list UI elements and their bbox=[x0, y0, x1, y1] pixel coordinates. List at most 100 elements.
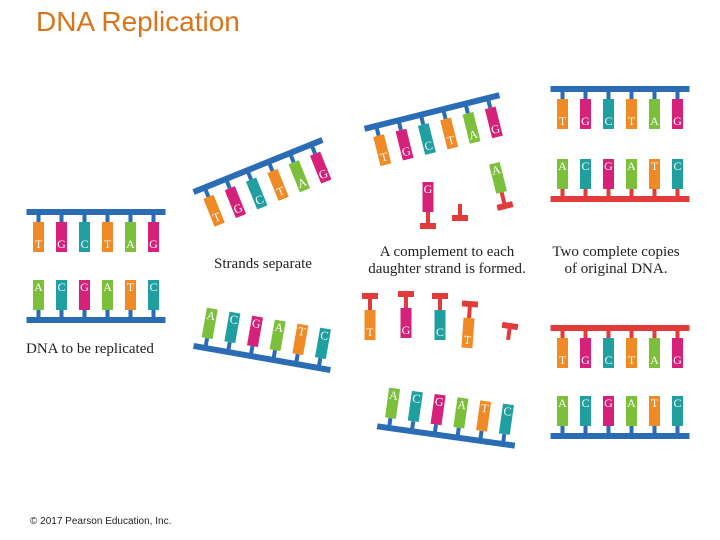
comp-bottom-original-base-a bbox=[385, 387, 401, 419]
original-top-base-g bbox=[56, 222, 67, 252]
base-letter: T bbox=[379, 149, 390, 165]
base-letter: A bbox=[558, 159, 567, 173]
copy1-original-base-c bbox=[603, 99, 614, 129]
base-letter: G bbox=[400, 143, 412, 159]
caption-complement-formed: A complement to each daughter strand is … bbox=[352, 244, 542, 278]
base-letter: C bbox=[503, 404, 513, 419]
separated-bottom-backbone bbox=[193, 342, 331, 374]
base-letter: T bbox=[651, 159, 659, 173]
copy2-new-base-t bbox=[557, 338, 568, 368]
comp-bottom-original-sugar-link bbox=[500, 433, 507, 445]
comp-bottom-original-base-g bbox=[430, 394, 446, 426]
free-nucleotide-link bbox=[506, 325, 512, 341]
base-letter: A bbox=[34, 280, 43, 294]
separated-top-sugar-link bbox=[266, 160, 275, 172]
comp-top-original-sugar-link bbox=[485, 97, 493, 109]
copy1-original-base-a bbox=[649, 99, 660, 129]
free-nucleotide-c-base bbox=[434, 310, 446, 340]
comp-bottom-original-sugar-link bbox=[409, 421, 416, 432]
free-nucleotide-t-link bbox=[467, 303, 472, 319]
base-letter: C bbox=[604, 114, 612, 128]
base-letter: T bbox=[480, 401, 490, 416]
free-nucleotide-t-base bbox=[364, 310, 376, 340]
slide-title: DNA Replication bbox=[36, 6, 240, 37]
copy1-original-base-g bbox=[672, 99, 683, 129]
separated-bottom-base-a bbox=[201, 307, 218, 340]
comp-top-original-base-t bbox=[440, 117, 459, 150]
copy1-new-base-a bbox=[557, 159, 568, 189]
comp-bottom-original-base-c bbox=[498, 403, 514, 435]
comp-top-original-base-c bbox=[417, 123, 436, 155]
separated-top-sugar-link bbox=[288, 152, 296, 164]
free-nucleotide-a-link bbox=[499, 191, 507, 207]
separated-bottom-sugar-link bbox=[271, 349, 278, 361]
separated-bottom-sugar-link bbox=[316, 357, 323, 369]
comp-bottom-original-sugar-link bbox=[432, 424, 438, 435]
base-letter: T bbox=[463, 333, 472, 348]
original-top-base-t bbox=[33, 222, 44, 252]
base-letter: G bbox=[604, 159, 613, 173]
base-letter: C bbox=[673, 396, 681, 410]
comp-top-original-sugar-link bbox=[441, 108, 448, 120]
comp-bottom-original-base-c bbox=[407, 390, 423, 423]
base-letter: G bbox=[149, 237, 158, 251]
caption-copies-line2: of original DNA. bbox=[564, 261, 668, 277]
separated-top-base-t bbox=[267, 168, 289, 201]
comp-bottom-original-backbone bbox=[376, 423, 516, 449]
copy2-original-base-a bbox=[557, 396, 568, 426]
caption-complement-line2: daughter strand is formed. bbox=[368, 261, 526, 277]
copy1-original-base-t bbox=[557, 99, 568, 129]
separated-top-base-g bbox=[224, 186, 247, 219]
base-letter: A bbox=[103, 280, 112, 294]
base-letter: A bbox=[206, 308, 217, 323]
original-bottom-base-a bbox=[33, 280, 44, 310]
base-letter: A bbox=[627, 159, 636, 173]
comp-top-original-backbone bbox=[363, 92, 501, 132]
comp-bottom-original-base-a bbox=[453, 397, 469, 429]
caption-strands-separate: Strands separate bbox=[214, 256, 312, 272]
original-bottom-base-g bbox=[79, 280, 90, 310]
base-letter: T bbox=[366, 325, 374, 339]
original-bottom-base-a bbox=[102, 280, 113, 310]
base-letter: A bbox=[388, 388, 399, 403]
base-letter: T bbox=[446, 132, 457, 148]
base-letter: A bbox=[490, 162, 502, 178]
base-letter: C bbox=[319, 328, 329, 343]
separated-top-backbone bbox=[192, 137, 324, 195]
original-top-base-t bbox=[102, 222, 113, 252]
base-letter: C bbox=[149, 280, 157, 294]
base-letter: T bbox=[559, 114, 567, 128]
copy1-new-base-g bbox=[603, 159, 614, 189]
free-nucleotide-g-base bbox=[400, 308, 412, 338]
base-letter: T bbox=[559, 353, 567, 367]
caption-two-copies: Two complete copies of original DNA. bbox=[546, 244, 686, 278]
separated-bottom-base-c bbox=[314, 327, 331, 360]
separated-top-base-a bbox=[288, 160, 311, 193]
separated-top-base-g bbox=[309, 151, 332, 184]
comp-top-original-sugar-link bbox=[463, 103, 470, 114]
base-letter: A bbox=[274, 320, 285, 335]
base-letter: A bbox=[650, 353, 659, 367]
separated-bottom-sugar-link bbox=[294, 353, 300, 365]
caption-complement-line1: A complement to each bbox=[379, 244, 515, 260]
comp-bottom-original-sugar-link bbox=[387, 417, 393, 429]
original-bottom-base-c bbox=[56, 280, 67, 310]
base-letter: G bbox=[424, 182, 433, 196]
base-letter: G bbox=[80, 280, 89, 294]
base-letter: T bbox=[628, 114, 636, 128]
comp-top-original-base-g bbox=[395, 128, 414, 161]
separated-top-sugar-link bbox=[224, 178, 232, 189]
separated-top-sugar-link bbox=[202, 186, 211, 198]
separated-bottom-sugar-link bbox=[226, 341, 232, 353]
copy2-new-base-c bbox=[603, 338, 614, 368]
base-letter: C bbox=[411, 391, 421, 406]
base-letter: A bbox=[558, 396, 567, 410]
separated-bottom-base-g bbox=[246, 315, 264, 348]
separated-bottom-base-t bbox=[292, 323, 309, 356]
original-top-base-c bbox=[79, 222, 90, 252]
base-letter: C bbox=[581, 159, 589, 173]
base-letter: G bbox=[673, 353, 682, 367]
separated-bottom-sugar-link bbox=[248, 345, 255, 357]
